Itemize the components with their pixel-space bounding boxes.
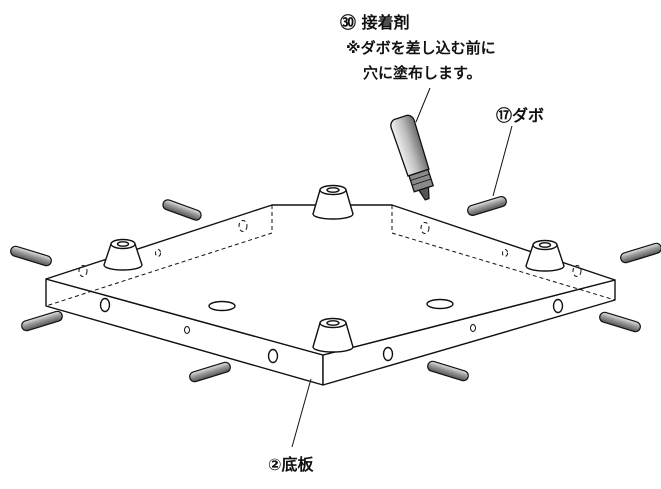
label-dowel: ⑰ダボ [496,106,544,125]
hidden-hole [155,249,161,257]
base-plate [45,204,616,386]
dowel [427,360,469,382]
leader-line-dowel [492,125,513,197]
top-recess-right [426,298,454,310]
hidden-hole [502,249,508,257]
hidden-hole [420,222,430,234]
base-plate-top-face [45,204,616,356]
foot-front [312,317,354,353]
dowel [21,310,63,332]
dowel [599,311,641,333]
label-adhesive-note-line2: 穴に塗布します。 [363,64,482,82]
hidden-edge-left [45,205,273,307]
label-base-plate: ②底板 [268,455,315,474]
foot-back [312,184,354,220]
top-recess-left [208,300,236,312]
side-hole [267,348,279,364]
leader-line-adhesive [415,87,431,123]
hidden-hole [238,220,248,232]
side-hole [99,297,111,313]
hidden-hole [78,265,88,277]
side-hole [552,298,564,314]
glue-bottle [390,114,435,201]
foot-left [103,238,143,271]
label-adhesive-title: ㉚ 接着剤 [340,13,410,32]
side-hole [382,346,394,362]
foot-right [525,239,565,272]
small-hole [470,324,476,332]
dowel [467,196,507,216]
leader-line-base-plate [291,378,312,448]
dowel [162,199,202,221]
dowel [620,242,661,264]
label-adhesive-note-line1: ※ダボを差し込む前に [346,39,496,57]
dowel [189,361,231,383]
hidden-edge-right [391,205,616,301]
small-hole [184,326,190,334]
dowel [10,245,52,267]
hidden-hole [572,265,582,277]
